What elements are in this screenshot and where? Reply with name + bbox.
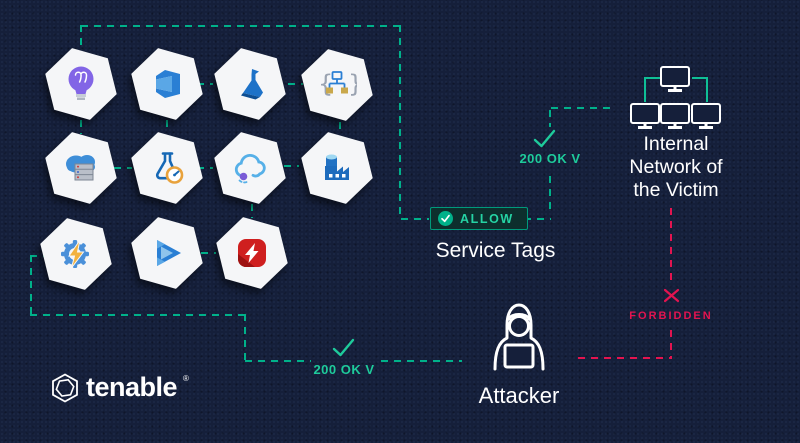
service-tags-label: Service Tags (435, 239, 556, 262)
api-braces-icon: { } (317, 65, 357, 105)
network-link-top-left (645, 77, 661, 79)
network-link-right (706, 77, 708, 102)
red-x-icon (663, 288, 680, 303)
hex-tile-media (132, 216, 202, 290)
hex-tile-devtest (132, 131, 202, 205)
path-a-to-badge (401, 218, 429, 220)
hex-connector (166, 120, 168, 133)
path-a-up-vertical-top (549, 110, 551, 127)
monitor-icon (691, 103, 721, 124)
internal-network-label: Internal Network of the Victim (606, 133, 746, 202)
hex-tile-factory (302, 131, 372, 205)
monitor-icon (660, 66, 690, 87)
hex-connector (197, 83, 213, 85)
path-b-down-vertical (244, 314, 246, 361)
brand-name: tenable (86, 372, 178, 402)
path-b-bottom-horizontal (30, 314, 245, 316)
internal-network-line1: Internal (643, 133, 709, 155)
path-b-left-vertical (30, 255, 32, 315)
hex-connector (251, 204, 253, 218)
red-lightning-icon (232, 233, 272, 273)
bot-cloud-icon (230, 148, 270, 188)
path-a-top-horizontal (81, 25, 400, 27)
path-red-vertical-top (670, 208, 672, 286)
monitor-icon (630, 103, 660, 124)
path-a-start-vertical (80, 25, 82, 46)
media-play-icon (147, 233, 187, 273)
hooded-attacker-icon (493, 303, 545, 371)
path-a-up-vertical-bottom (549, 176, 551, 210)
internal-network-line3: the Victim (633, 179, 719, 201)
path-a-from-badge (524, 218, 551, 220)
path-b-to-attacker (381, 360, 462, 362)
hex-tile-bot-cloud (215, 131, 285, 205)
hex-connector (284, 165, 299, 167)
tenable-logo: tenable ® (50, 372, 189, 403)
forbidden-label: FORBIDDEN (629, 310, 713, 322)
hex-tile-lightbulb (46, 47, 116, 121)
hex-connector (80, 120, 82, 134)
path-red-vertical-bottom (670, 330, 672, 359)
tenable-hexagon-logo (52, 372, 78, 403)
attacker-label: Attacker (478, 383, 560, 408)
teal-checkmark-icon (533, 129, 556, 148)
hex-tile-api: { } (302, 48, 372, 122)
gear-lightning-icon (56, 234, 96, 274)
hex-connector (114, 167, 132, 169)
path-b-stub (30, 255, 46, 257)
network-link-top-right (692, 77, 707, 79)
status-200-ok-right: 200 OK V (519, 151, 581, 166)
path-a-down-vertical (399, 25, 401, 219)
path-red-to-attacker (578, 357, 672, 359)
allow-badge: ALLOW (430, 207, 528, 230)
hex-connector (197, 167, 213, 169)
internal-network-line2: Network of (629, 156, 723, 178)
devtest-flask-icon (147, 148, 187, 188)
hex-connector (201, 252, 216, 254)
azure-devops-icon (147, 64, 187, 104)
hex-tile-red-app (217, 216, 287, 290)
cloud-server-icon (61, 148, 101, 188)
path-b-to-check (245, 360, 311, 362)
hex-tile-cloud-server (46, 131, 116, 205)
lightbulb-icon (62, 64, 100, 104)
status-200-ok-bottom: 200 OK V (313, 362, 375, 377)
hex-connector (339, 122, 341, 135)
monitor-icon (660, 103, 690, 124)
path-a-to-network (551, 107, 613, 109)
hex-tile-ml-flask (215, 47, 285, 121)
brand-trademark: ® (183, 374, 189, 383)
teal-checkmark-icon (332, 338, 355, 357)
hex-tile-devops (132, 47, 202, 121)
hex-connector (288, 83, 303, 85)
ml-flask-icon (230, 64, 270, 104)
svg-text:}: } (348, 70, 357, 98)
iot-factory-icon (317, 148, 357, 188)
allow-badge-label: ALLOW (460, 211, 514, 226)
check-circle-icon (438, 211, 453, 226)
network-link-left (644, 77, 646, 102)
hex-tile-automation (41, 217, 111, 291)
